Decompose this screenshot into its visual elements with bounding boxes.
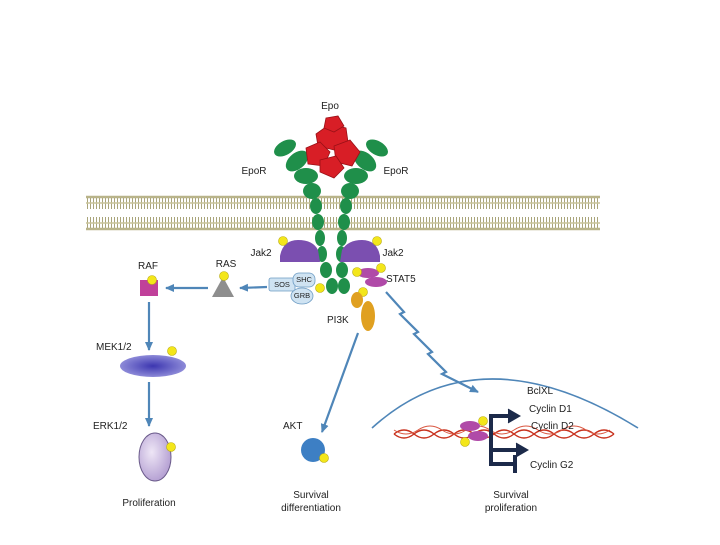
cyclin-d1-label: Cyclin D1 <box>529 404 572 415</box>
shc-label: SHC <box>296 275 312 284</box>
stat5-dimer-on-dna <box>460 416 488 447</box>
ras-protein <box>212 271 234 297</box>
epor-right-label: EpoR <box>383 166 409 177</box>
epor-left-label: EpoR <box>241 166 267 177</box>
outcome-proliferation: Proliferation <box>122 498 176 509</box>
erk-label: ERK1/2 <box>93 421 128 432</box>
dna-helix <box>393 425 615 439</box>
jak2-right-protein <box>340 236 382 262</box>
bclxl-label: BclXL <box>527 386 554 397</box>
arrow-pi3k-to-akt <box>320 332 360 433</box>
mek-protein <box>120 346 186 377</box>
stat5-protein <box>352 263 387 287</box>
epo-ligand <box>305 115 361 179</box>
arrow-stat5-to-nucleus <box>385 291 479 393</box>
epo-receptor-left <box>274 139 338 294</box>
cyclin-d2-label: Cyclin D2 <box>531 421 574 432</box>
akt-label: AKT <box>283 421 303 432</box>
jak2-left-protein <box>278 236 320 262</box>
pi3k-label: PI3K <box>327 315 349 326</box>
stat5-label: STAT5 <box>386 274 416 285</box>
arrow-adaptor-to-ras <box>239 283 268 292</box>
pathway-arrows <box>145 283 479 433</box>
jak2-right-label: Jak2 <box>382 248 404 259</box>
outcome-survival-differentiation: Survival differentiation <box>281 490 341 514</box>
akt-protein <box>301 438 329 463</box>
mek-label: MEK1/2 <box>96 342 132 353</box>
sos-label: SOS <box>274 280 290 289</box>
outcome-survival-proliferation: Survival proliferation <box>484 490 538 514</box>
pi3k-protein <box>351 287 375 331</box>
erk-protein <box>138 432 176 482</box>
jak2-left-label: Jak2 <box>250 248 272 259</box>
nucleus-envelope <box>371 378 639 429</box>
promoter-activation <box>489 408 529 458</box>
epo-label: Epo <box>321 101 339 112</box>
raf-label: RAF <box>138 261 158 272</box>
promoter-repression <box>489 450 517 473</box>
adaptor-complex <box>268 272 325 305</box>
ras-label: RAS <box>215 259 237 270</box>
grb-label: GRB <box>293 291 311 300</box>
epo-receptor-right <box>336 139 388 294</box>
raf-protein <box>140 275 158 296</box>
cyclin-g2-label: Cyclin G2 <box>530 460 574 471</box>
